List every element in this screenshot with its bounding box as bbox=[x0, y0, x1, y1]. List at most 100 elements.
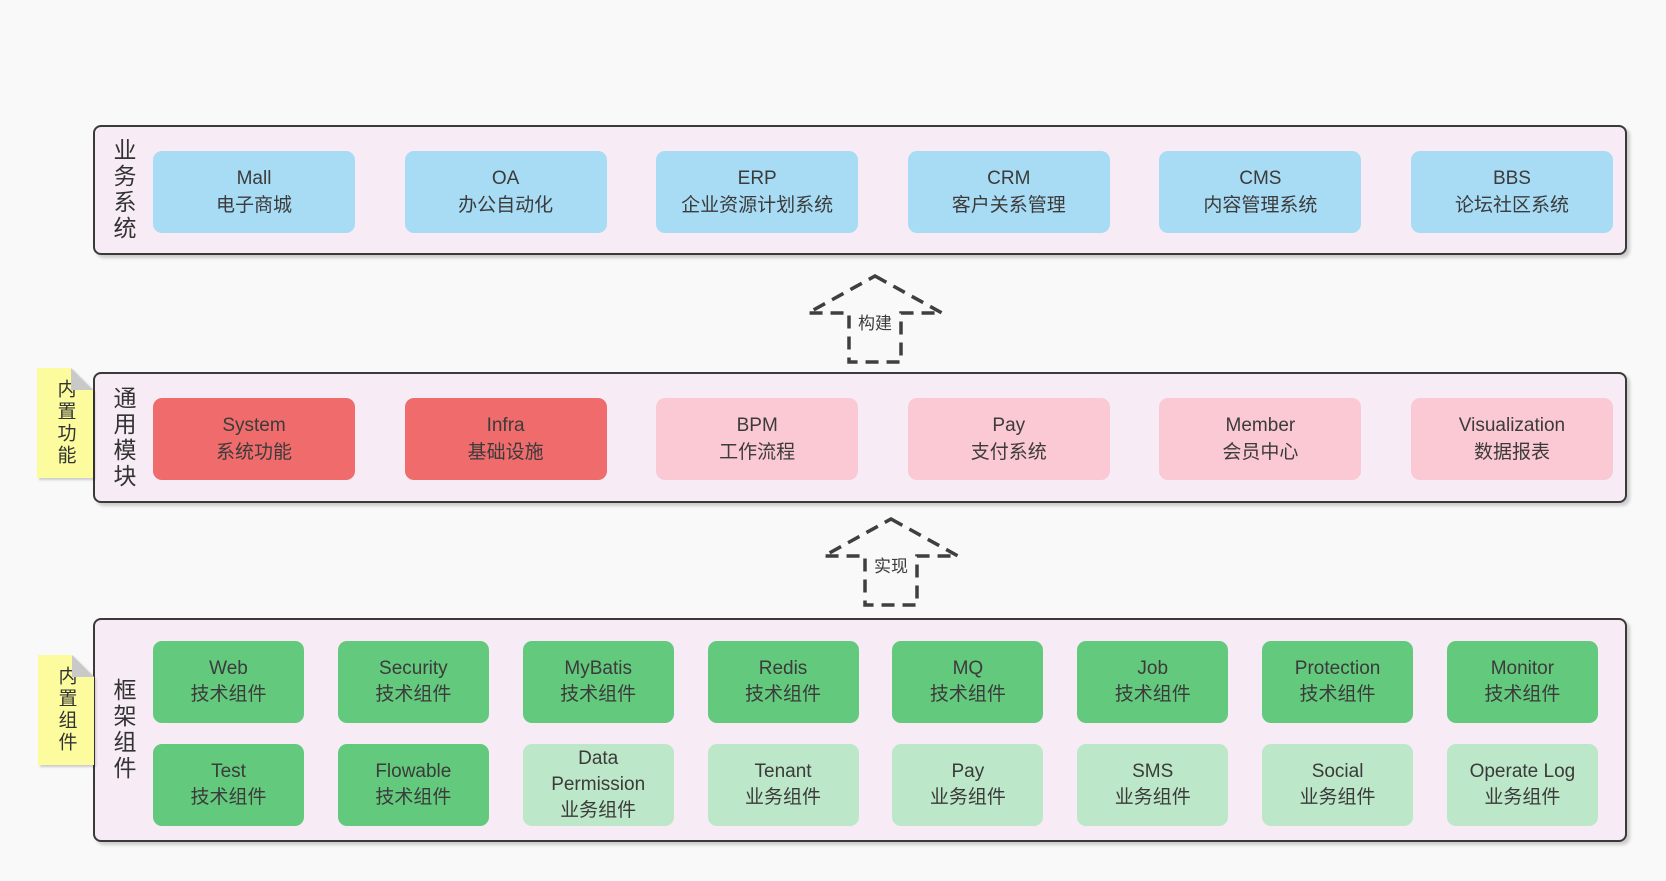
dashed-up-arrow-icon bbox=[823, 517, 959, 607]
module-title: Infra bbox=[486, 415, 525, 436]
module-subtitle: 会员中心 bbox=[1222, 442, 1299, 463]
component-subtitle: 技术组件 bbox=[190, 683, 267, 705]
module-box-cms: CMS 内容管理系统 bbox=[1159, 151, 1362, 233]
component-subtitle: 技术组件 bbox=[375, 683, 452, 705]
component-subtitle: 技术组件 bbox=[375, 786, 452, 808]
component-box-mq: MQ 技术组件 bbox=[892, 640, 1044, 723]
note-folded-corner-icon bbox=[72, 655, 94, 677]
component-title: Redis bbox=[758, 657, 808, 679]
module-subtitle: 客户关系管理 bbox=[951, 195, 1066, 216]
component-title: Flowable bbox=[375, 760, 452, 782]
module-subtitle: 内容管理系统 bbox=[1203, 195, 1318, 216]
common-modules-row: System 系统功能 Infra 基础设施 BPM 工作流程 Pay 支付系统… bbox=[153, 397, 1613, 481]
module-title: BPM bbox=[736, 415, 778, 436]
component-subtitle: 技术组件 bbox=[929, 683, 1006, 705]
component-box-job: Job 技术组件 bbox=[1077, 640, 1229, 723]
component-box-tenant: Tenant 业务组件 bbox=[707, 743, 859, 826]
module-title: OA bbox=[491, 168, 520, 189]
component-box-redis: Redis 技术组件 bbox=[707, 640, 859, 723]
component-subtitle: 业务组件 bbox=[745, 786, 822, 808]
band-business-systems: 业务系统 Mall 电子商城 OA 办公自动化 ERP 企业资源计划系统 CRM… bbox=[93, 125, 1627, 255]
framework-components-row-2: Test 技术组件 Flowable 技术组件 Data Permission … bbox=[153, 743, 1598, 826]
component-subtitle: 技术组件 bbox=[1299, 683, 1376, 705]
component-title: Tenant bbox=[754, 760, 812, 782]
up-arrow-build: 构建 bbox=[805, 272, 945, 366]
arrow-label-build: 构建 bbox=[854, 308, 896, 335]
module-subtitle: 基础设施 bbox=[467, 442, 544, 463]
module-subtitle: 企业资源计划系统 bbox=[681, 195, 834, 216]
component-title: MyBatis bbox=[564, 657, 632, 679]
module-box-bpm: BPM 工作流程 bbox=[656, 398, 859, 480]
band-common-modules: 通用模块 System 系统功能 Infra 基础设施 BPM 工作流程 Pay… bbox=[93, 372, 1627, 503]
module-title: BBS bbox=[1492, 168, 1531, 189]
component-title: Monitor bbox=[1490, 657, 1555, 679]
component-box-data-permission: Data Permission 业务组件 bbox=[522, 743, 674, 826]
module-title: Member bbox=[1225, 415, 1296, 436]
component-subtitle: 技术组件 bbox=[190, 786, 267, 808]
component-subtitle: 技术组件 bbox=[560, 683, 637, 705]
band-label-framework-components: 框架组件 bbox=[110, 678, 136, 782]
component-box-monitor: Monitor 技术组件 bbox=[1446, 640, 1598, 723]
module-subtitle: 电子商城 bbox=[215, 195, 292, 216]
component-box-security: Security 技术组件 bbox=[337, 640, 489, 723]
component-box-flowable: Flowable 技术组件 bbox=[337, 743, 489, 826]
component-title: MQ bbox=[952, 657, 984, 679]
component-title: Operate Log bbox=[1469, 760, 1576, 782]
sticky-note-built-in-features: 内置功能 bbox=[37, 368, 93, 478]
business-systems-row: Mall 电子商城 OA 办公自动化 ERP 企业资源计划系统 CRM 客户关系… bbox=[153, 150, 1613, 234]
sticky-note-built-in-components: 内置组件 bbox=[38, 655, 94, 765]
dashed-up-arrow-icon bbox=[807, 274, 943, 364]
module-box-erp: ERP 企业资源计划系统 bbox=[656, 151, 859, 233]
module-box-visualization: Visualization 数据报表 bbox=[1410, 398, 1613, 480]
component-subtitle: 技术组件 bbox=[745, 683, 822, 705]
module-title: System bbox=[222, 415, 286, 436]
module-title: CMS bbox=[1239, 168, 1282, 189]
module-box-member: Member 会员中心 bbox=[1159, 398, 1362, 480]
component-subtitle: 业务组件 bbox=[929, 786, 1006, 808]
module-subtitle: 办公自动化 bbox=[458, 195, 554, 216]
module-title: Pay bbox=[992, 415, 1026, 436]
component-subtitle: 业务组件 bbox=[1484, 786, 1561, 808]
note-body: 内置组件 bbox=[38, 655, 94, 765]
module-box-crm: CRM 客户关系管理 bbox=[907, 151, 1110, 233]
module-box-infra: Infra 基础设施 bbox=[404, 398, 607, 480]
component-box-web: Web 技术组件 bbox=[153, 640, 304, 723]
component-box-social: Social 业务组件 bbox=[1262, 743, 1414, 826]
component-title: Job bbox=[1137, 657, 1169, 679]
component-box-pay: Pay 业务组件 bbox=[892, 743, 1044, 826]
module-subtitle: 支付系统 bbox=[970, 442, 1047, 463]
module-box-system: System 系统功能 bbox=[153, 398, 355, 480]
module-box-mall: Mall 电子商城 bbox=[153, 151, 355, 233]
module-box-bbs: BBS 论坛社区系统 bbox=[1410, 151, 1613, 233]
component-title: Data Permission bbox=[551, 747, 646, 795]
module-subtitle: 系统功能 bbox=[215, 442, 292, 463]
band-label-common-modules: 通用模块 bbox=[110, 385, 136, 490]
note-body: 内置功能 bbox=[37, 368, 93, 478]
up-arrow-implement: 实现 bbox=[821, 515, 961, 609]
component-subtitle: 业务组件 bbox=[560, 799, 637, 821]
module-subtitle: 工作流程 bbox=[719, 442, 796, 463]
component-box-mybatis: MyBatis 技术组件 bbox=[522, 640, 674, 723]
module-subtitle: 数据报表 bbox=[1473, 442, 1550, 463]
component-title: Web bbox=[209, 657, 248, 679]
component-box-operate-log: Operate Log 业务组件 bbox=[1446, 743, 1598, 826]
module-box-oa: OA 办公自动化 bbox=[404, 151, 607, 233]
module-box-pay-system: Pay 支付系统 bbox=[907, 398, 1110, 480]
component-subtitle: 技术组件 bbox=[1484, 683, 1561, 705]
arrow-label-implement: 实现 bbox=[870, 551, 912, 578]
module-title: ERP bbox=[737, 168, 777, 189]
component-title: Security bbox=[379, 657, 448, 679]
band-label-business-systems: 业务系统 bbox=[110, 138, 136, 242]
component-title: Test bbox=[211, 760, 246, 782]
component-subtitle: 技术组件 bbox=[1114, 683, 1191, 705]
component-title: SMS bbox=[1132, 760, 1174, 782]
component-title: Protection bbox=[1294, 657, 1381, 679]
note-folded-corner-icon bbox=[71, 368, 93, 390]
component-subtitle: 业务组件 bbox=[1114, 786, 1191, 808]
component-box-test: Test 技术组件 bbox=[153, 743, 304, 826]
framework-components-row-1: Web 技术组件 Security 技术组件 MyBatis 技术组件 Redi… bbox=[153, 640, 1598, 723]
module-title: Mall bbox=[236, 168, 272, 189]
module-title: Visualization bbox=[1458, 415, 1566, 436]
module-subtitle: 论坛社区系统 bbox=[1454, 195, 1569, 216]
component-box-protection: Protection 技术组件 bbox=[1262, 640, 1414, 723]
